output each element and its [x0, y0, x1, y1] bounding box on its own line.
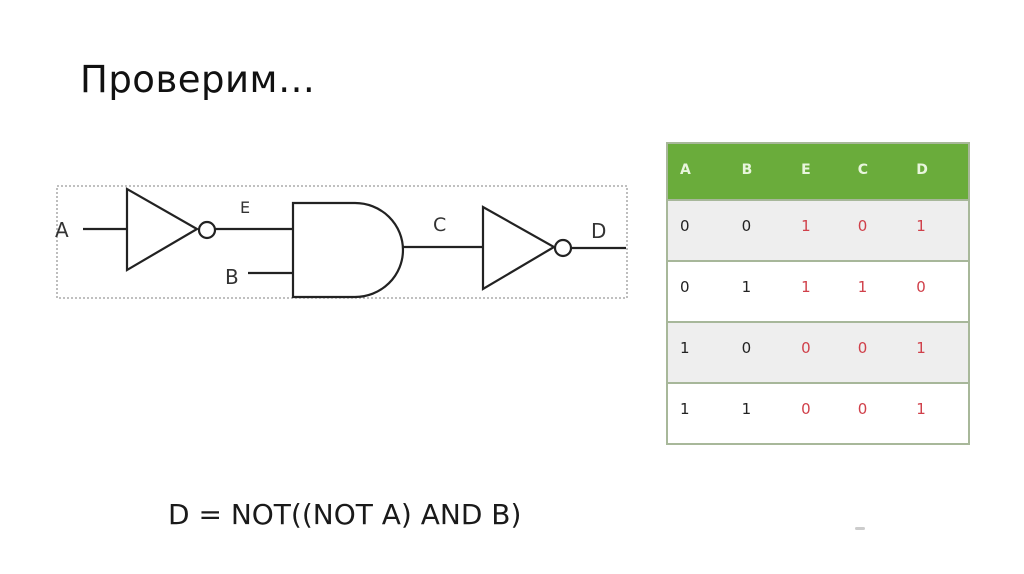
table-row: 0 1 1 1 0: [667, 260, 969, 322]
decorative-mark: [855, 527, 865, 530]
label-c: C: [433, 214, 446, 236]
cell-c: 0: [845, 199, 905, 261]
header-c: C: [845, 143, 905, 200]
cell-b: 0: [729, 321, 790, 383]
cell-e: 1: [789, 199, 846, 261]
header-d: D: [904, 143, 969, 200]
cell-d: 1: [904, 382, 969, 444]
label-d: D: [591, 219, 606, 243]
not-gate-2-bubble: [553, 238, 573, 258]
cell-c: 0: [845, 321, 905, 383]
not-gate-1: [125, 187, 200, 272]
circuit-frame: [56, 185, 628, 299]
cell-c: 1: [845, 260, 905, 322]
cell-a: 1: [667, 382, 730, 444]
cell-e: 0: [789, 321, 846, 383]
cell-e: 0: [789, 382, 846, 444]
cell-e: 1: [789, 260, 846, 322]
label-e: E: [240, 198, 250, 217]
cell-b: 0: [729, 199, 790, 261]
not-gate-1-bubble: [197, 220, 217, 240]
header-a: A: [667, 143, 730, 200]
table-row: 1 0 0 0 1: [667, 321, 969, 383]
cell-d: 0: [904, 260, 969, 322]
table-row: 0 0 1 0 1: [667, 199, 969, 261]
cell-d: 1: [904, 199, 969, 261]
and-gate: [291, 201, 405, 299]
boolean-formula: D = NOT((NOT A) AND B): [168, 498, 522, 531]
cell-b: 1: [729, 260, 790, 322]
slide-title: Проверим…: [80, 58, 316, 101]
cell-a: 0: [667, 260, 730, 322]
cell-b: 1: [729, 382, 790, 444]
label-b: B: [225, 265, 239, 289]
not-gate-2: [481, 205, 557, 291]
table-row: 1 1 0 0 1: [667, 382, 969, 444]
cell-a: 0: [667, 199, 730, 261]
truth-table: A B E C D 0 0 1 0 1 0 1 1 1 0 1 0 0 0 1: [666, 142, 970, 445]
cell-a: 1: [667, 321, 730, 383]
label-a: A: [55, 218, 69, 242]
cell-c: 0: [845, 382, 905, 444]
cell-d: 1: [904, 321, 969, 383]
header-b: B: [729, 143, 790, 200]
header-e: E: [789, 143, 846, 200]
truth-table-header: A B E C D: [667, 143, 969, 200]
